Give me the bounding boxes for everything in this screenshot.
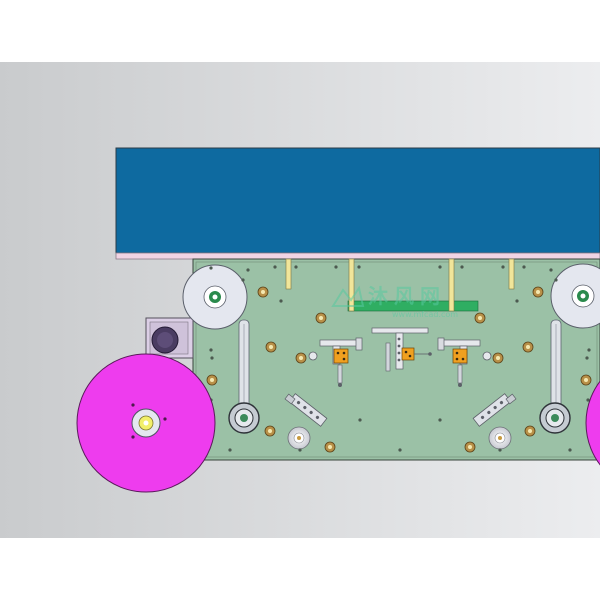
sensor-icon <box>333 348 349 364</box>
motor-icon <box>145 317 194 359</box>
watermark-logo-icon <box>331 285 365 307</box>
top-cover[interactable] <box>115 147 600 254</box>
pulley-icon[interactable] <box>488 426 512 450</box>
link-clip-icon <box>284 393 517 405</box>
fitting-icon <box>308 351 492 361</box>
bolt-icon <box>210 290 588 449</box>
roll-icon[interactable] <box>76 353 216 493</box>
watermark-url: www.mfcad.com <box>392 310 458 319</box>
cover-trim <box>115 252 600 260</box>
support-bars <box>285 258 515 312</box>
pulley-icon[interactable] <box>228 402 260 434</box>
idler-roller-icon[interactable] <box>550 263 600 329</box>
roll-icon[interactable] <box>585 354 600 492</box>
bottom-margin <box>0 538 600 600</box>
sensor-icon <box>452 348 468 364</box>
top-margin <box>0 0 600 62</box>
pulley-icon[interactable] <box>287 426 311 450</box>
idler-roller-icon[interactable] <box>182 264 248 330</box>
center-bracket[interactable] <box>371 327 429 372</box>
sensor-icon <box>401 347 432 361</box>
pulley-icon[interactable] <box>539 402 571 434</box>
watermark-text: 沐风网 <box>368 284 446 308</box>
screw-holes <box>209 265 591 452</box>
watermark: 沐风网 www.mfcad.com <box>331 284 458 319</box>
